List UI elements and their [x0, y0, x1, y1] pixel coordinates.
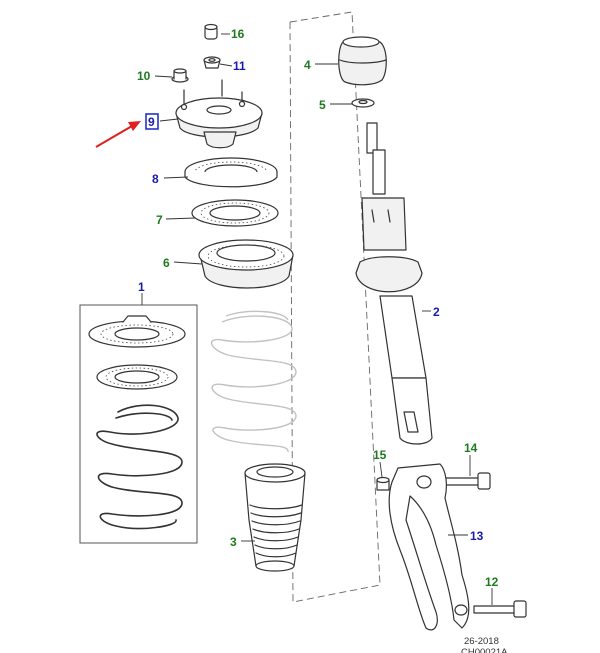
callout-8[interactable]: 8: [152, 172, 159, 186]
callout-5[interactable]: 5: [319, 98, 326, 112]
part-3-dust-boot: [244, 463, 306, 572]
kit-coil-spring: [96, 404, 183, 530]
callout-14[interactable]: 14: [464, 441, 478, 455]
callout-3[interactable]: 3: [230, 535, 237, 549]
kit-insulator: [96, 364, 178, 390]
part-8-bearing: [184, 157, 278, 188]
part-7-washer: [191, 199, 279, 227]
callout-10[interactable]: 10: [137, 69, 151, 83]
part-13-fork-bracket: [388, 463, 470, 631]
callout-12[interactable]: 12: [485, 575, 499, 589]
callout-2[interactable]: 2: [433, 305, 440, 319]
callout-6[interactable]: 6: [163, 256, 170, 270]
footer-drawing-id: CH00021A: [461, 647, 508, 653]
callout-11[interactable]: 11: [233, 59, 246, 73]
leader-lines: [141, 33, 493, 605]
part-11-nut: [203, 56, 221, 69]
part-6-spring-seat: [198, 239, 294, 289]
callout-16[interactable]: 16: [231, 27, 245, 41]
part-9-top-mount: [175, 79, 263, 149]
part-15-nut: [376, 476, 390, 491]
selected-callout-box: [145, 113, 159, 130]
footer-date-code: 26-2018: [464, 636, 499, 647]
callout-13[interactable]: 13: [470, 529, 484, 543]
callout-15[interactable]: 15: [373, 448, 387, 462]
ghost-coil-spring: [210, 310, 297, 453]
part-4-bump-stop: [338, 36, 387, 86]
callout-1[interactable]: 1: [138, 280, 145, 294]
part-12-bolt: [473, 600, 527, 618]
assembly-boundary-dashed: [289, 11, 381, 603]
part-5-washer: [351, 98, 375, 108]
callout-9[interactable]: 9: [148, 115, 155, 129]
callout-4[interactable]: 4: [304, 58, 311, 72]
pointer-arrow: [95, 121, 141, 148]
part-16-cap: [204, 23, 218, 40]
kit-upper-seat: [88, 315, 186, 348]
callout-7[interactable]: 7: [156, 213, 163, 227]
part-2-shock-absorber: [355, 122, 433, 445]
spring-kit-frame: [79, 304, 198, 544]
part-10-flange-nut: [171, 68, 189, 83]
